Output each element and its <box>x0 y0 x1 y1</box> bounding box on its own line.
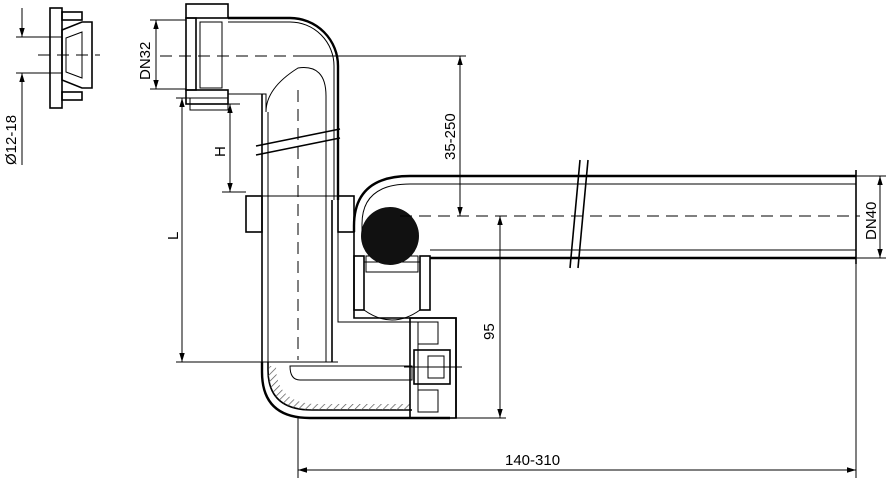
elbow-outer <box>228 16 340 200</box>
inlet-nut-inner <box>199 21 223 89</box>
inner-channel <box>289 365 413 381</box>
adapter-body <box>49 7 63 109</box>
dn40-label: DN40 <box>863 202 880 240</box>
adapter-flange-bottom <box>61 91 83 101</box>
height-range-label: 35-250 <box>442 113 459 160</box>
ball <box>361 207 419 265</box>
adapter-flange-top <box>61 11 83 21</box>
valve-block-hatch-top <box>417 321 439 345</box>
coupling-nut-right <box>337 195 355 233</box>
riser-break-1 <box>255 137 341 156</box>
ball-valve-assembly <box>352 159 860 321</box>
elbow-inner <box>228 67 327 200</box>
bottom-bend-hatch <box>268 366 410 410</box>
inlet-elbow: DN32 <box>137 3 341 362</box>
adapter-cone <box>61 21 93 89</box>
dimensions: H L 35-250 95 DN40 140-310 <box>165 55 886 478</box>
outlet-break-2 <box>569 159 581 269</box>
body-right-wall <box>337 232 419 400</box>
coupling-nut-left <box>245 195 263 233</box>
valve-block-hatch-bottom <box>417 389 439 413</box>
inlet-collar-top <box>185 3 229 19</box>
l-label: L <box>165 232 182 240</box>
dn32-label: DN32 <box>137 42 154 80</box>
outlet-elbow-inner <box>361 183 856 232</box>
valve-block <box>409 317 457 419</box>
width-range-label: 140-310 <box>505 452 560 469</box>
height-95-label: 95 <box>481 323 498 340</box>
h-label: H <box>212 146 229 157</box>
hose-adapter-detail: Ø12-18 <box>3 7 100 165</box>
ball-housing-right <box>419 255 431 311</box>
elbow-outer-inner <box>228 21 335 200</box>
inlet-nut <box>185 17 197 91</box>
outlet-break-1 <box>577 159 589 269</box>
inlet-collar-bottom <box>185 89 229 105</box>
outlet-elbow-outer <box>352 174 856 232</box>
adapter-cone-inner <box>65 31 83 79</box>
ball-housing-left <box>353 255 365 311</box>
diameter-label: Ø12-18 <box>3 115 20 165</box>
ball-seat <box>363 261 421 321</box>
riser-break-2 <box>255 128 341 147</box>
bottom-bend-outer <box>260 362 450 420</box>
